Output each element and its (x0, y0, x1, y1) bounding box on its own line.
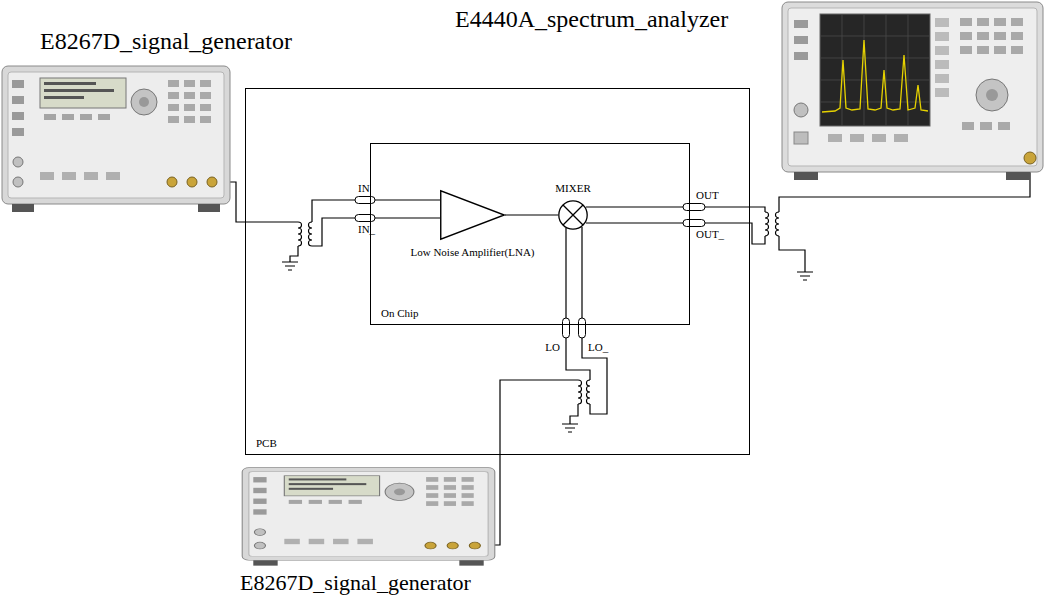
ground-wire (290, 246, 298, 262)
lo-wire (566, 228, 590, 380)
amplifier-symbol: Low Noise Amplifier(LNA) (440, 190, 505, 240)
in-wire (312, 200, 440, 222)
instrument-label: E8267D_signal_generator (40, 28, 292, 54)
ground-symbol (797, 272, 813, 280)
mixer-symbol: MIXER (558, 200, 588, 230)
pin-label: IN_ (358, 223, 375, 236)
ground-symbol (282, 262, 298, 270)
instrument-illustration (240, 465, 497, 569)
component-label: Low Noise Amplifier(LNA) (410, 246, 534, 259)
spectrum-analyzer: E4440A_spectrum_analyzer (455, 0, 1045, 182)
pin-pad (355, 197, 375, 204)
pin-pad (355, 215, 375, 222)
pin-pad (579, 318, 586, 338)
instrument-label: E4440A_spectrum_analyzer (455, 6, 728, 32)
mixer-circle (558, 200, 588, 230)
transformer-coil (587, 380, 590, 404)
ground-symbol (562, 424, 578, 432)
pin-label: LO_ (588, 341, 608, 354)
in-bar-wire (312, 218, 440, 246)
chip-boundary: On Chip Low Noise Amplifier(LNA) MIXER (370, 143, 690, 325)
component-label: MIXER (555, 182, 590, 195)
transformer-coil (298, 222, 302, 246)
transformer-coil (309, 222, 313, 246)
transformer-coil (776, 212, 779, 236)
mixer-output-bar-wire (586, 223, 765, 244)
pin-pad (683, 220, 705, 227)
transformer-coil (578, 380, 582, 404)
instrument-illustration (780, 0, 1045, 182)
transformer-coil (765, 212, 769, 236)
region-label: On Chip (381, 307, 419, 320)
amplifier-triangle (440, 190, 505, 240)
pin-label: LO (545, 341, 560, 354)
instrument-label: E8267D_signal_generator (240, 571, 471, 595)
signal-generator: E8267D_signal_generator (0, 25, 335, 220)
signal-generator: E8267D_signal_generator (238, 462, 513, 598)
ground-wire (779, 236, 805, 272)
pin-label: IN (358, 182, 370, 195)
mixer-output-wire (586, 207, 765, 212)
pin-label: OUT_ (696, 228, 724, 241)
ground-wire (570, 404, 578, 424)
pin-pad (563, 318, 570, 338)
pin-label: OUT (696, 189, 719, 202)
region-label: PCB (256, 437, 277, 450)
pin-pad (683, 204, 705, 211)
instrument-illustration (0, 62, 232, 217)
pcb-board: PCB On Chip Low Noise Amplifier(LNA) MIXER (245, 88, 750, 455)
signal-connector (505, 214, 558, 215)
